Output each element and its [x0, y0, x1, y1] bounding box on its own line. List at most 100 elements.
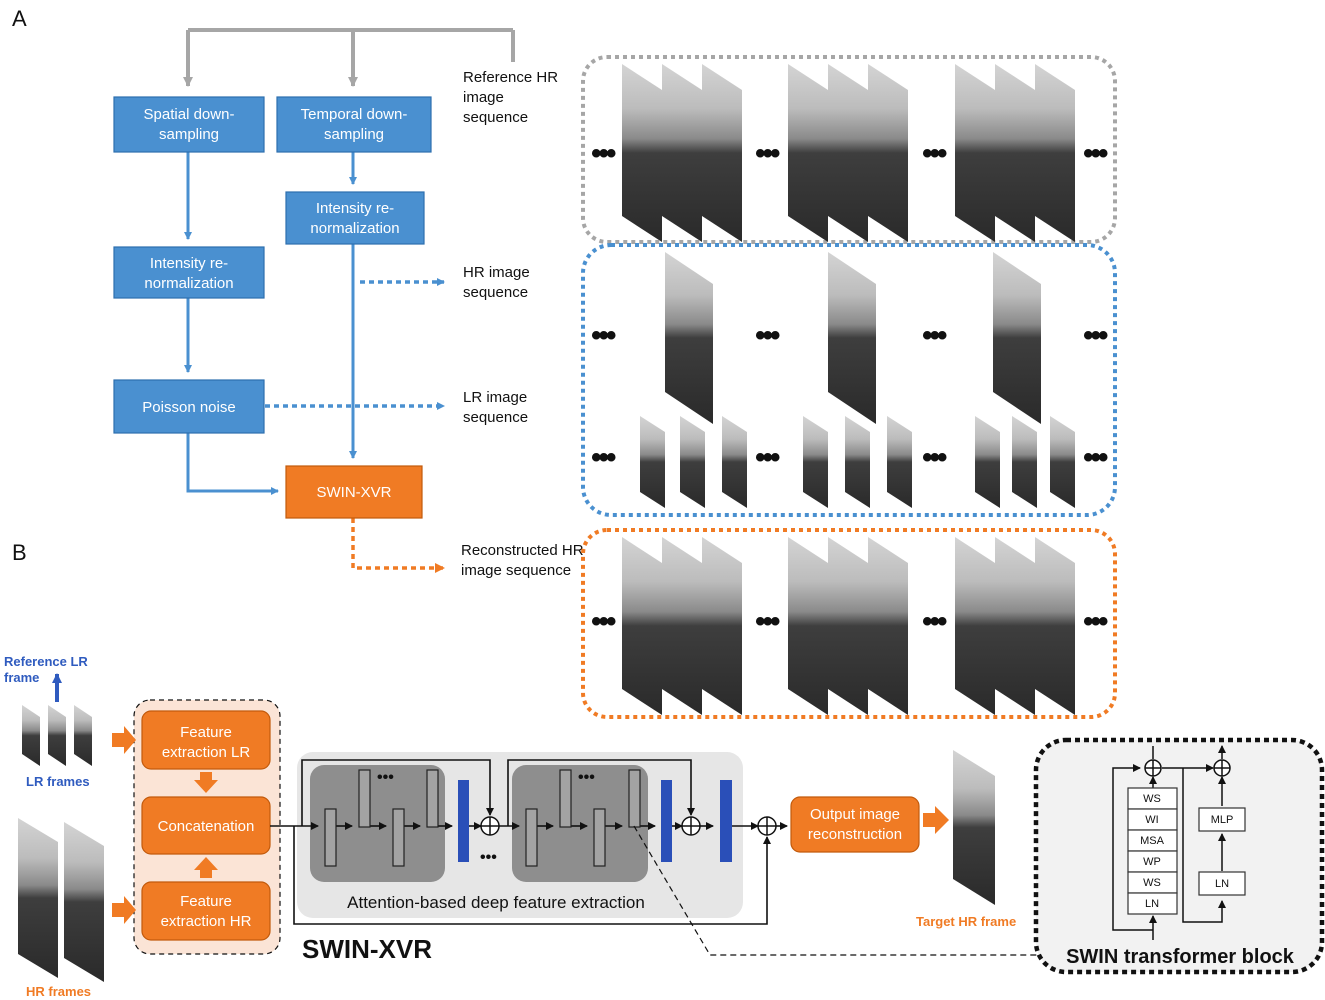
ellipsis: •••	[1083, 137, 1108, 170]
reference-sequence-frame	[581, 55, 1117, 244]
reconstructed-label-line2: image sequence	[461, 562, 571, 579]
stack-wi: WI	[1145, 814, 1158, 826]
output-reconstruction-box: Output image reconstruction	[790, 796, 920, 853]
mlp-box: MLP	[1198, 807, 1246, 832]
fe-lr-line1: Feature	[180, 724, 232, 741]
temporal-downsampling-box: Temporal down- sampling	[276, 96, 432, 153]
conv-blocks	[458, 780, 732, 862]
concatenation-label: Concatenation	[158, 818, 255, 835]
swin-group-1	[310, 765, 445, 882]
target-hr-label: Target HR frame	[916, 914, 1016, 929]
lr-label-line1: LR image	[463, 389, 527, 406]
spatial-downsampling-line2: sampling	[159, 126, 219, 143]
blue-flow-lines	[184, 152, 357, 495]
ln-label: LN	[1215, 878, 1229, 890]
reference-lr-line1: Reference LR	[4, 654, 88, 669]
ellipsis: •••	[922, 319, 947, 352]
temporal-downsampling-line2: sampling	[324, 126, 384, 143]
concatenation-box: Concatenation	[141, 796, 271, 855]
ellipsis: •••	[578, 769, 595, 786]
reference-label-line3: sequence	[463, 109, 528, 126]
blue-dotted-lines	[265, 278, 445, 410]
intensity-right-line1: Intensity re-	[316, 200, 394, 217]
poisson-noise-label: Poisson noise	[142, 399, 235, 416]
lr-frames-row	[640, 416, 1075, 508]
transformer-stack: WS WI MSA WP WS LN	[1127, 787, 1178, 915]
ellipsis: •••	[377, 769, 394, 786]
ellipsis: •••	[591, 441, 616, 474]
output-line1: Output image	[810, 806, 900, 823]
lr-input-frames: LR frames	[22, 705, 92, 789]
feature-extraction-hr-box: Feature extraction HR	[141, 881, 271, 941]
lr-label-line2: sequence	[463, 409, 528, 426]
sum-nodes	[480, 816, 777, 836]
swin-layers-1	[324, 769, 439, 867]
intensity-renormalization-right-box: Intensity re- normalization	[285, 191, 425, 245]
swin-layers-2	[525, 769, 641, 867]
stack-ws-top: WS	[1143, 793, 1161, 805]
poisson-noise-box: Poisson noise	[113, 379, 265, 434]
output-arrow	[923, 806, 949, 834]
ellipsis: •••	[755, 441, 780, 474]
ellipsis: •••	[922, 605, 947, 638]
hr-frames-sparse	[665, 252, 1041, 424]
stack-msa: MSA	[1140, 835, 1165, 847]
output-line2: reconstruction	[808, 826, 902, 843]
transformer-block-container	[1033, 737, 1325, 975]
deep-feature-label: Attention-based deep feature extraction	[347, 893, 645, 912]
stack-wp: WP	[1143, 856, 1161, 868]
hr-lr-sequence-frame	[581, 243, 1117, 517]
hr-sequence-label: HR image sequence	[463, 264, 530, 301]
ellipsis: •••	[922, 137, 947, 170]
intensity-left-line2: normalization	[144, 275, 233, 292]
reference-frames	[622, 64, 1075, 242]
hr-input-frames: HR frames	[18, 818, 104, 999]
transformer-block-title: SWIN transformer block	[1066, 946, 1295, 968]
spatial-downsampling-box: Spatial down- sampling	[113, 96, 265, 153]
transformer-lines	[1112, 745, 1226, 940]
transformer-sum-nodes	[1144, 759, 1231, 777]
lr-sequence-label: LR image sequence	[463, 389, 528, 426]
panel-b-letter: B	[12, 540, 27, 565]
spatial-downsampling-line1: Spatial down-	[144, 106, 235, 123]
swin-xvr-box: SWIN-XVR	[285, 465, 423, 519]
ln-box: LN	[1198, 871, 1246, 896]
reconstructed-frames	[622, 537, 1075, 715]
deep-flow-lines	[270, 759, 788, 925]
reconstructed-label-line1: Reconstructed HR	[461, 542, 584, 559]
intensity-left-line1: Intensity re-	[150, 255, 228, 272]
orange-dotted-line	[351, 518, 445, 573]
ellipsis: •••	[1083, 319, 1108, 352]
stack-ln: LN	[1145, 898, 1159, 910]
swin-xvr-label: SWIN-XVR	[317, 484, 392, 501]
hr-label-line2: sequence	[463, 284, 528, 301]
intensity-renormalization-left-box: Intensity re- normalization	[113, 246, 265, 299]
intensity-right-line2: normalization	[310, 220, 399, 237]
hr-label-line1: HR image	[463, 264, 530, 281]
mlp-label: MLP	[1211, 814, 1234, 826]
lr-frames-label: LR frames	[26, 774, 90, 789]
panel-a-letter: A	[12, 6, 27, 31]
fe-lr-line2: extraction LR	[162, 744, 251, 761]
ellipsis: •••	[1083, 441, 1108, 474]
ellipsis: •••	[591, 319, 616, 352]
ellipsis: •••	[480, 849, 497, 866]
ellipsis: •••	[1083, 605, 1108, 638]
reference-lr-line2: frame	[4, 670, 39, 685]
reference-label-line1: Reference HR	[463, 69, 558, 86]
reference-label-line2: image	[463, 89, 504, 106]
inner-orange-arrows	[194, 772, 218, 878]
ellipsis: •••	[755, 605, 780, 638]
ellipsis: •••	[755, 319, 780, 352]
target-hr-frame: Target HR frame	[916, 750, 1016, 929]
ellipsis: •••	[591, 137, 616, 170]
fe-hr-line1: Feature	[180, 893, 232, 910]
input-arrows	[112, 726, 136, 924]
inner-ellipses: ••• ••• •••	[377, 769, 595, 866]
stack-ws-bottom: WS	[1143, 877, 1161, 889]
temporal-downsampling-line1: Temporal down-	[301, 106, 408, 123]
gray-feed-lines	[183, 28, 515, 87]
ellipsis: •••	[591, 605, 616, 638]
hr-frames-label: HR frames	[26, 984, 91, 999]
